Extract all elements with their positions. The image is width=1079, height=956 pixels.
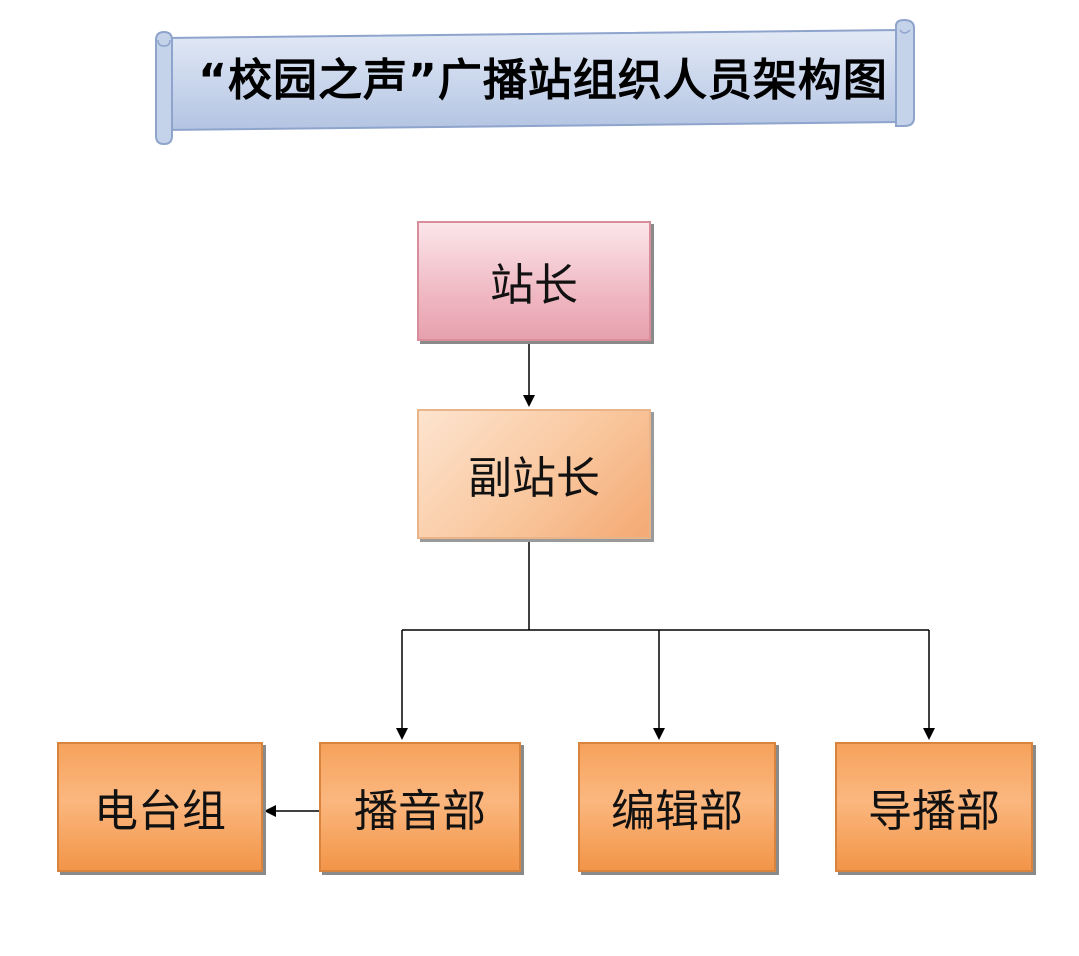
node-radio-group: 电台组 (57, 742, 263, 872)
node-radio-group-label: 电台组 (94, 786, 226, 837)
node-deputy-label: 副站长 (468, 453, 600, 504)
node-deputy: 副站长 (417, 409, 651, 539)
node-editing-dept-label: 编辑部 (611, 786, 743, 837)
chart-title: “校园之声”广播站组织人员架构图 (198, 55, 888, 106)
title-banner: “校园之声”广播站组织人员架构图 (152, 18, 918, 146)
node-broadcast-dept-label: 播音部 (354, 786, 486, 837)
node-editing-dept: 编辑部 (578, 742, 776, 872)
node-director-label: 站长 (490, 260, 578, 311)
scroll-banner-shape (155, 18, 915, 146)
node-director: 站长 (417, 221, 651, 341)
node-broadcast-dept: 播音部 (319, 742, 521, 872)
node-directing-dept: 导播部 (835, 742, 1033, 872)
node-directing-dept-label: 导播部 (868, 786, 1000, 837)
